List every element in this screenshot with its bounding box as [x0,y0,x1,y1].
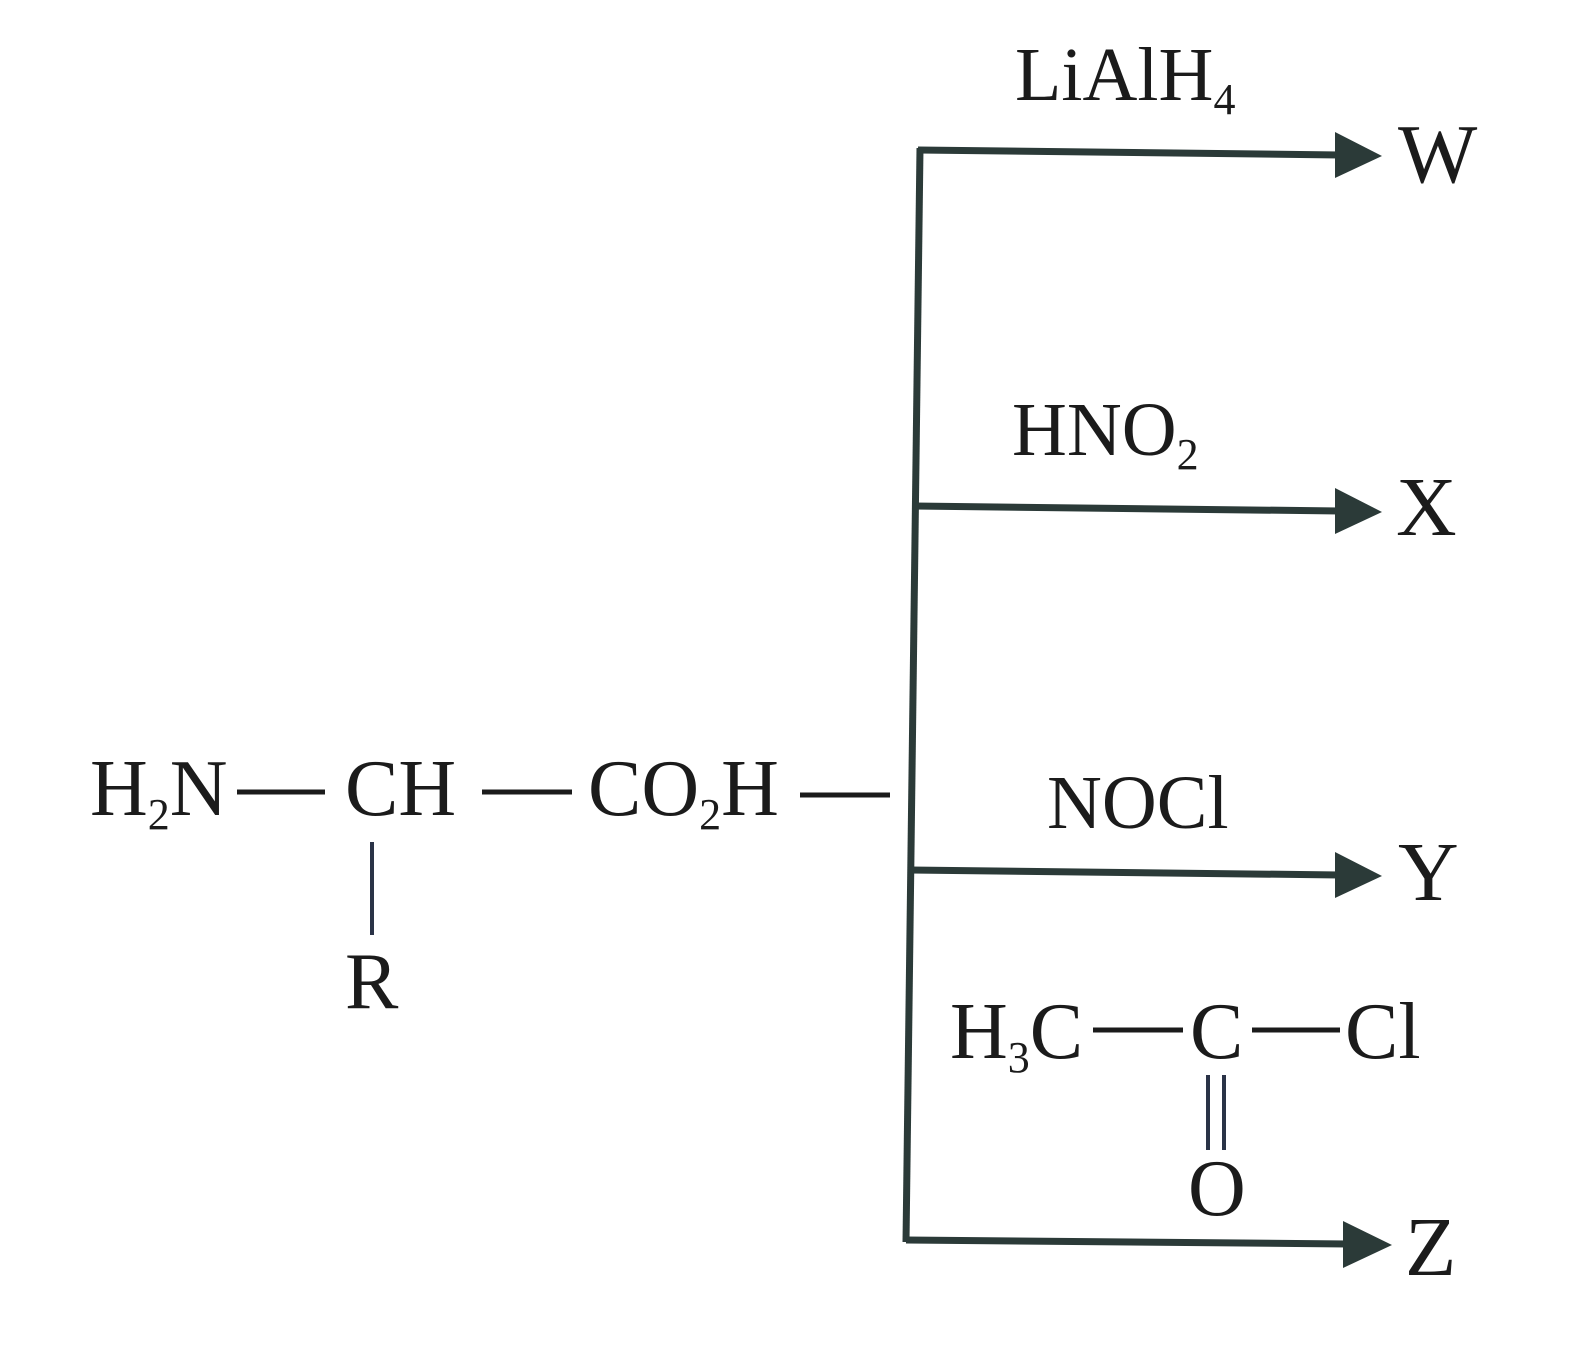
arrowhead-w-icon [1335,132,1382,178]
product-w: W [1398,108,1478,201]
product-z: Z [1405,1201,1456,1294]
reagent-lialh4: LiAlH4 [1015,33,1235,124]
side-chain-r: R [345,938,399,1026]
arrow-to-w [917,146,1341,159]
reaction-hno2: HNO2 X [913,388,1457,554]
reactant-amino-acid: H2N CH CO2H R [90,745,890,1026]
oxygen-atom: O [1188,1145,1246,1233]
reagent-hno2: HNO2 [1012,388,1199,479]
product-x: X [1396,461,1457,554]
arrowhead-z-icon [1343,1221,1392,1268]
reagent-nocl: NOCl [1047,761,1229,845]
branch-line [902,147,924,1243]
amine-group: H2N [90,745,228,839]
reaction-nocl: NOCl Y [909,761,1459,919]
arrow-to-z [905,1236,1349,1248]
methyl-group: H3C [950,988,1083,1082]
reaction-acetyl-chloride: H3C C Cl O Z [905,988,1456,1294]
carbonyl-carbon: C [1190,988,1243,1076]
arrowhead-x-icon [1335,488,1382,534]
carboxyl-group: CO2H [588,745,779,839]
chlorine-atom: Cl [1345,988,1421,1076]
reaction-lialh4: LiAlH4 W [917,33,1478,201]
arrow-to-y [909,866,1341,879]
arrow-to-x [913,502,1341,515]
arrowhead-y-icon [1335,852,1382,898]
product-y: Y [1398,826,1459,919]
alpha-carbon: CH [345,745,456,833]
reagent-acetyl-chloride: H3C C Cl O [950,988,1421,1233]
